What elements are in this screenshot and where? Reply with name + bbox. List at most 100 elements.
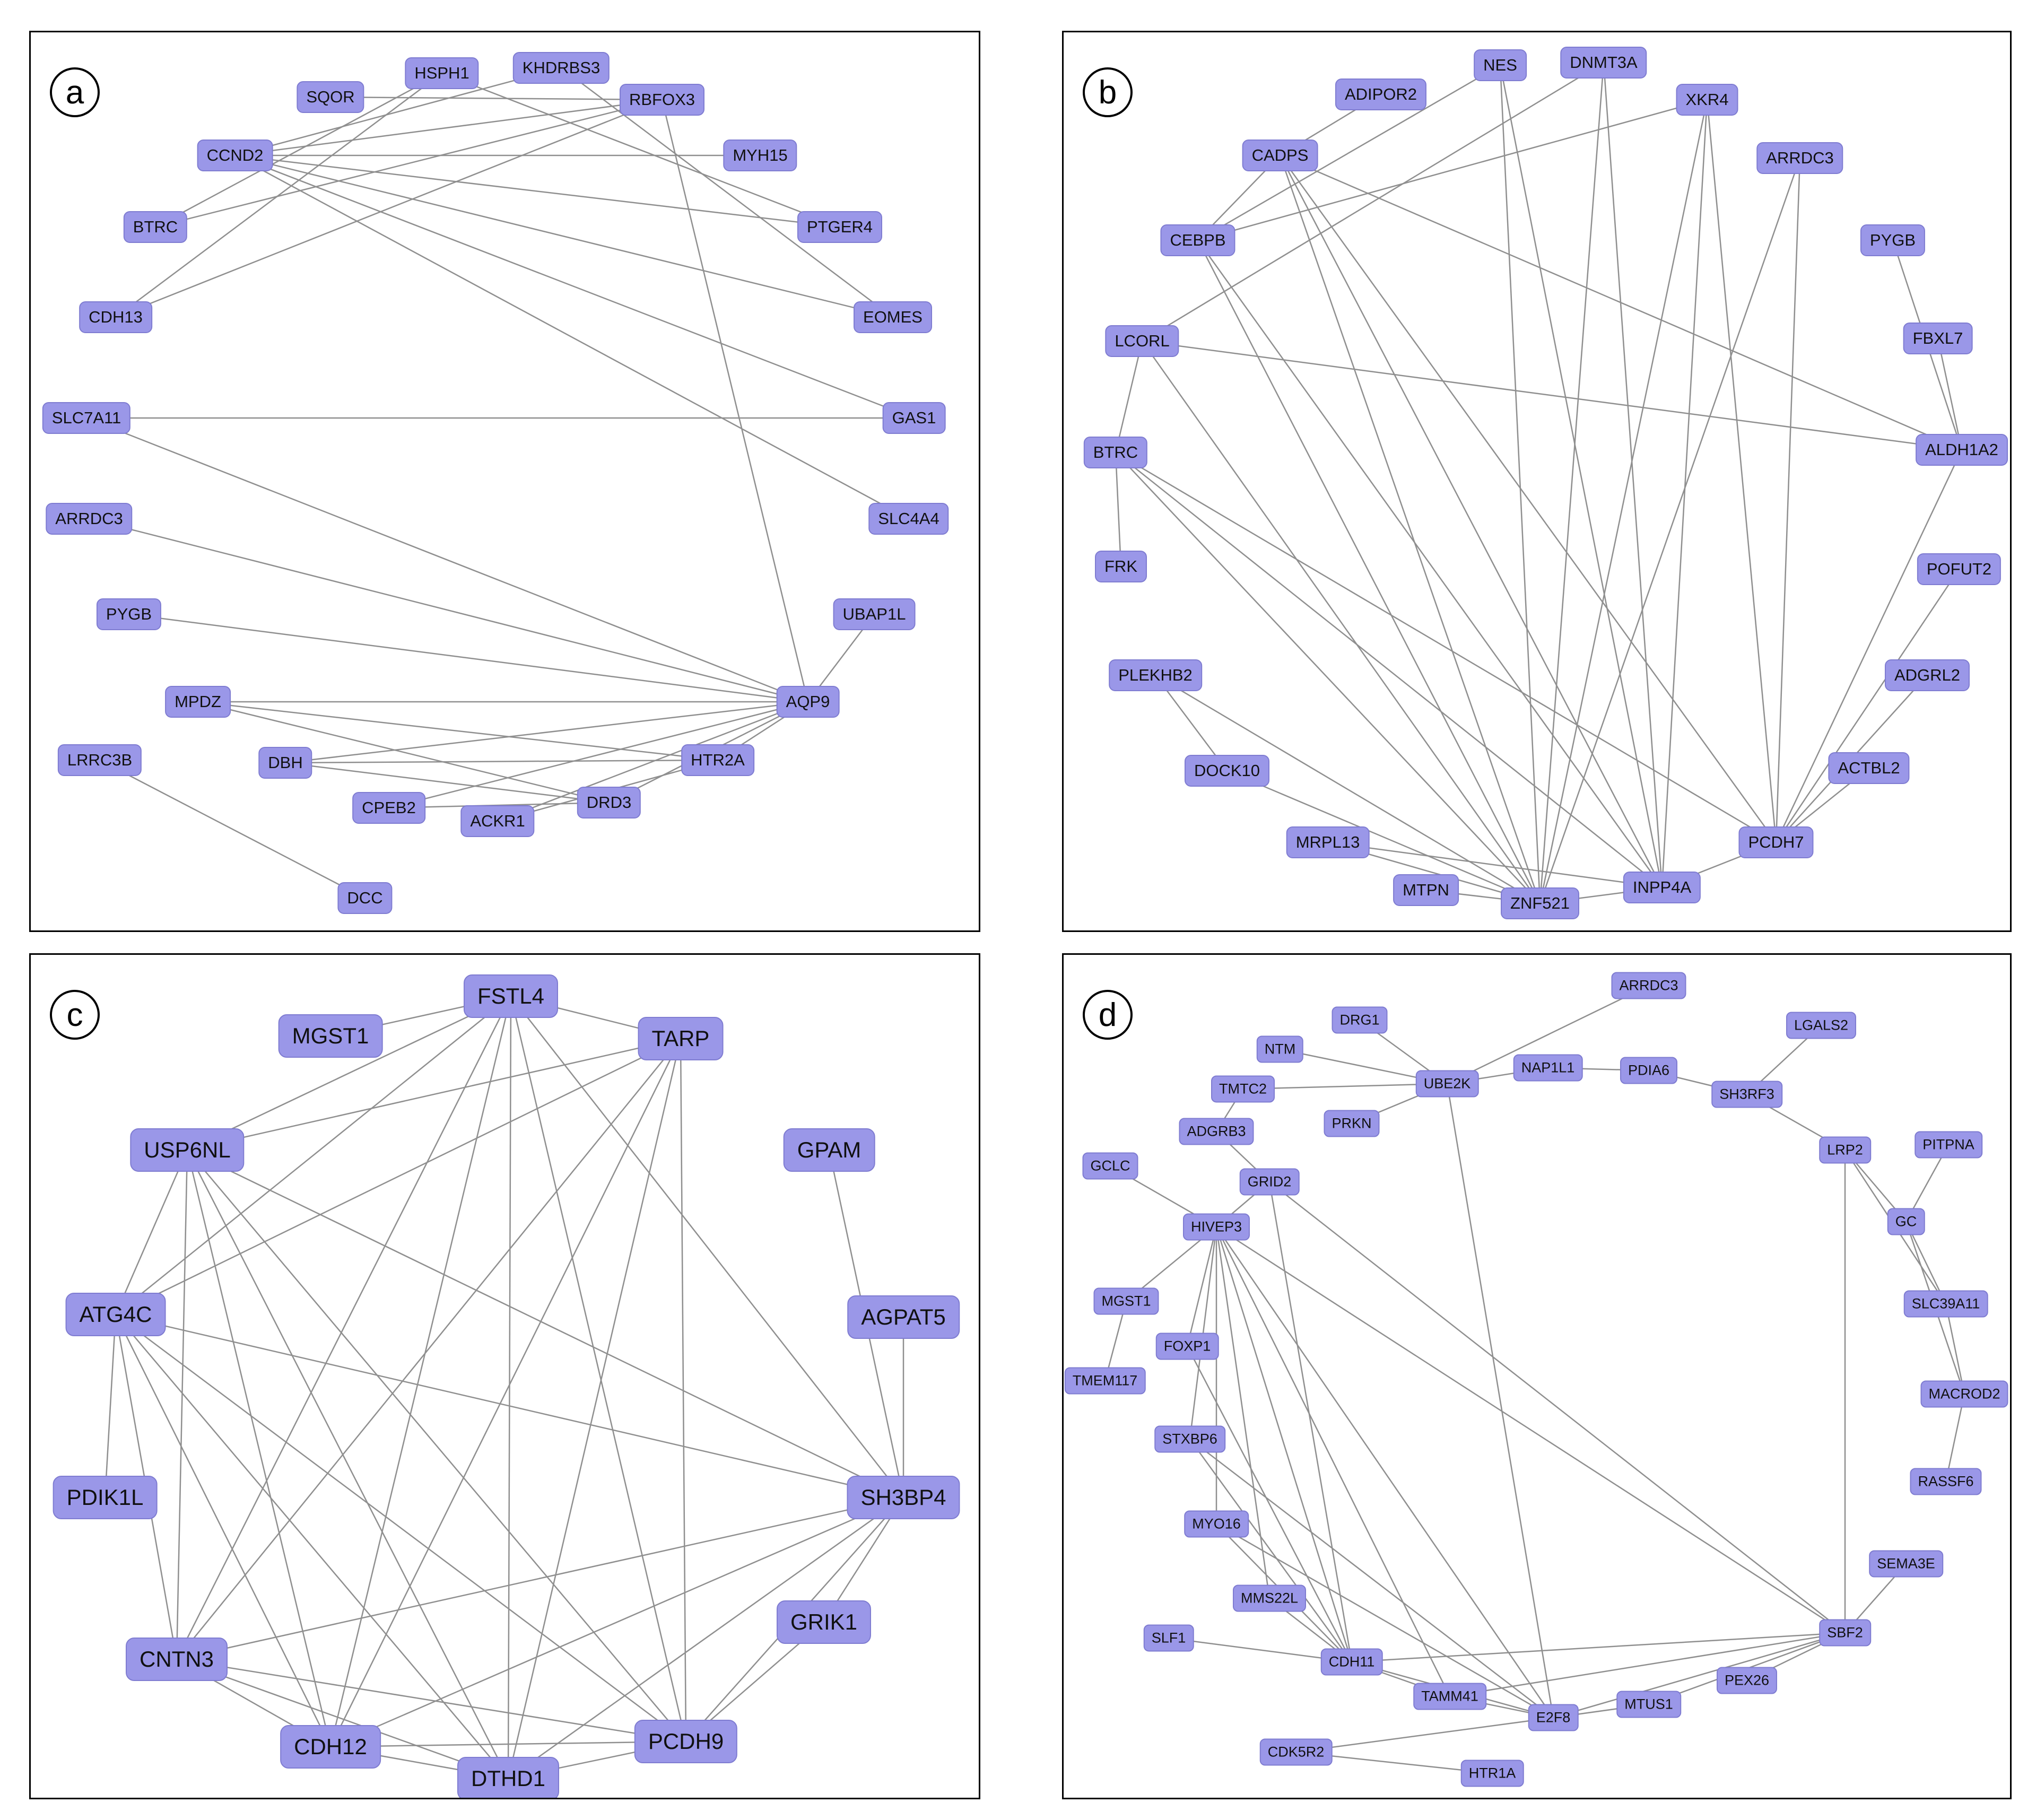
edge-CDH11-SBF2 xyxy=(1351,1632,1846,1663)
edge-RBFOX3-CCND2 xyxy=(234,99,663,156)
edge-BTRC-INPP4A xyxy=(1115,452,1663,888)
gene-node-CDH11: CDH11 xyxy=(1320,1648,1383,1676)
gene-node-SH3BP4: SH3BP4 xyxy=(847,1476,960,1519)
edge-TARP-DTHD1 xyxy=(507,1038,682,1779)
gene-node-PDIK1L: PDIK1L xyxy=(53,1476,158,1519)
gene-node-MMS22L: MMS22L xyxy=(1232,1584,1307,1612)
gene-node-GRIK1: GRIK1 xyxy=(776,1600,872,1644)
edge-FOXP1-CDH11 xyxy=(1186,1346,1353,1662)
gene-node-MRPL13: MRPL13 xyxy=(1286,826,1370,858)
gene-node-PITPNA: PITPNA xyxy=(1915,1131,1982,1159)
gene-node-HSPH1: HSPH1 xyxy=(405,57,479,89)
edge-RBFOX3-AQP9 xyxy=(661,99,809,702)
gene-node-GCLC: GCLC xyxy=(1082,1152,1138,1180)
gene-node-ZNF521: ZNF521 xyxy=(1501,887,1579,919)
gene-node-PEX26: PEX26 xyxy=(1716,1667,1778,1694)
gene-node-MYH15: MYH15 xyxy=(723,140,797,171)
edge-TAMM41-SBF2 xyxy=(1449,1632,1846,1697)
gene-node-MPDZ: MPDZ xyxy=(165,686,231,718)
gene-node-INPP4A: INPP4A xyxy=(1623,872,1701,903)
gene-node-CDH12: CDH12 xyxy=(280,1725,381,1769)
edge-XKR4-CEBPB xyxy=(1197,99,1708,241)
edge-HIVEP3-SBF2 xyxy=(1216,1226,1846,1634)
gene-node-PYGB: PYGB xyxy=(96,598,162,630)
edge-CEBPB-ZNF521 xyxy=(1197,240,1541,904)
gene-node-NAP1L1: NAP1L1 xyxy=(1513,1054,1583,1082)
edge-ATG4C-DTHD1 xyxy=(115,1314,509,1779)
edge-FSTL4-DTHD1 xyxy=(507,996,512,1779)
edge-E2F8-CDK5R2 xyxy=(1295,1717,1554,1753)
edge-CNTN3-SH3BP4 xyxy=(176,1496,904,1660)
gene-node-DNMT3A: DNMT3A xyxy=(1560,47,1647,79)
gene-node-AGPAT5: AGPAT5 xyxy=(847,1295,960,1339)
gene-node-HTR2A: HTR2A xyxy=(681,744,754,776)
edge-XKR4-PCDH7 xyxy=(1706,99,1777,843)
gene-node-BTRC: BTRC xyxy=(1083,437,1148,468)
edge-SQOR-RBFOX3 xyxy=(330,96,663,101)
gene-node-MTPN: MTPN xyxy=(1393,874,1459,906)
edge-ARRDC3-PCDH7 xyxy=(1775,158,1801,843)
gene-node-CPEB2: CPEB2 xyxy=(352,792,425,824)
gene-node-FOXP1: FOXP1 xyxy=(1155,1333,1219,1360)
edge-DNMT3A-ZNF521 xyxy=(1539,62,1605,904)
edge-HIVEP3-FOXP1 xyxy=(1186,1226,1217,1347)
edge-FSTL4-USP6NL xyxy=(187,995,511,1151)
edge-AQP9-CPEB2 xyxy=(388,701,808,809)
gene-node-UBE2K: UBE2K xyxy=(1415,1070,1479,1098)
gene-node-SLC7A11: SLC7A11 xyxy=(42,402,131,434)
gene-node-ARRDC3: ARRDC3 xyxy=(1756,142,1843,174)
edge-ATG4C-CDH12 xyxy=(115,1314,332,1747)
edge-SLC4A4-CCND2 xyxy=(234,154,909,520)
gene-node-RASSF6: RASSF6 xyxy=(1910,1468,1982,1495)
edge-USP6NL-CNTN3 xyxy=(176,1150,188,1660)
edge-HIVEP3-MMS22L xyxy=(1215,1226,1271,1599)
gene-node-TMEM117: TMEM117 xyxy=(1064,1367,1146,1395)
edge-CADPS-PCDH7 xyxy=(1279,155,1777,843)
edge-POFUT2-PCDH7 xyxy=(1775,569,1960,843)
gene-node-ADGRL2: ADGRL2 xyxy=(1884,659,1970,691)
edge-SLC39A11-MACROD2 xyxy=(1945,1303,1965,1395)
edge-AQP9-DBH xyxy=(285,701,808,764)
edge-CNTN3-DTHD1 xyxy=(176,1658,509,1780)
edge-TARP-CNTN3 xyxy=(176,1038,681,1660)
gene-node-MGST1: MGST1 xyxy=(1093,1287,1159,1315)
edge-FSTL4-CDH12 xyxy=(329,996,512,1747)
gene-node-MYO16: MYO16 xyxy=(1184,1510,1249,1538)
gene-node-LRRC3B: LRRC3B xyxy=(57,744,142,776)
edge-TARP-CDH12 xyxy=(329,1038,682,1747)
edge-USP6NL-ATG4C xyxy=(115,1150,188,1315)
gene-node-DRD3: DRD3 xyxy=(577,787,641,818)
edge-HIVEP3-E2F8 xyxy=(1215,1226,1554,1718)
edge-GC-SLC39A11 xyxy=(1905,1221,1947,1304)
edge-DNMT3A-INPP4A xyxy=(1603,62,1663,888)
gene-node-SLC4A4: SLC4A4 xyxy=(868,503,949,535)
edge-PTGER4-HSPH1 xyxy=(441,72,840,228)
gene-node-PYGB: PYGB xyxy=(1860,224,1926,256)
edge-USP6NL-CDH12 xyxy=(186,1150,332,1747)
gene-node-HIVEP3: HIVEP3 xyxy=(1182,1213,1250,1241)
edge-ALDH1A2-PCDH7 xyxy=(1775,449,1963,843)
gene-node-CCND2: CCND2 xyxy=(197,140,273,171)
edge-LCORL-BTRC xyxy=(1115,341,1143,453)
edge-layer-d xyxy=(1104,985,1965,1774)
edge-KHDRBS3-CCND2 xyxy=(234,67,562,156)
edge-CNTN3-PCDH9 xyxy=(176,1658,686,1743)
edge-MYO16-E2F8 xyxy=(1216,1523,1554,1719)
gene-node-SLC39A11: SLC39A11 xyxy=(1903,1290,1988,1318)
gene-node-UBAP1L: UBAP1L xyxy=(833,598,916,630)
gene-node-LCORL: LCORL xyxy=(1105,325,1179,357)
gene-node-PLEKHB2: PLEKHB2 xyxy=(1109,659,1202,691)
gene-node-DRG1: DRG1 xyxy=(1332,1006,1388,1034)
edge-ARRDC3-UBE2K xyxy=(1447,985,1649,1085)
edge-RBFOX3-CDH13 xyxy=(115,99,663,318)
gene-node-CNTN3: CNTN3 xyxy=(125,1638,228,1681)
gene-node-PRKN: PRKN xyxy=(1324,1110,1380,1137)
edge-MPDZ-HTR2A xyxy=(197,701,718,761)
edge-MRPL13-INPP4A xyxy=(1327,841,1663,889)
gene-node-PTGER4: PTGER4 xyxy=(797,211,883,243)
edge-NES-CEBPB xyxy=(1197,64,1501,241)
gene-node-MGST1: MGST1 xyxy=(278,1014,383,1058)
gene-node-LGALS2: LGALS2 xyxy=(1786,1012,1857,1039)
gene-node-XKR4: XKR4 xyxy=(1676,84,1738,116)
